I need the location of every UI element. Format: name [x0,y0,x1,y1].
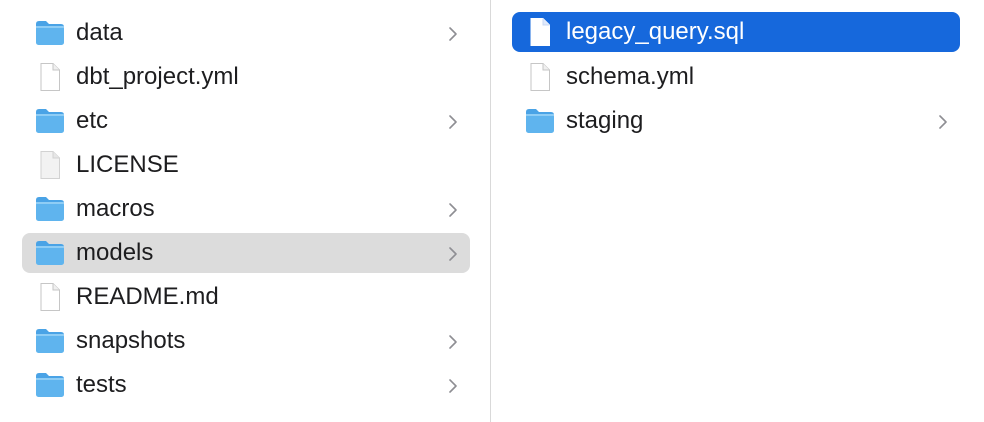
chevron-right-icon [446,233,460,273]
document-icon [34,150,66,180]
row-schema[interactable]: schema.yml [512,57,960,97]
row-snapshots[interactable]: snapshots [22,321,470,361]
item-label: data [76,19,123,46]
item-label: tests [76,371,127,398]
row-license[interactable]: LICENSE [22,145,470,185]
chevron-right-icon [936,101,950,141]
folder-icon [34,326,66,356]
chevron-right-icon [446,189,460,229]
folder-icon [34,370,66,400]
chevron-right-icon [446,321,460,361]
row-readme[interactable]: README.md [22,277,470,317]
item-label: models [76,239,154,266]
item-label: macros [76,195,155,222]
parent-column: data dbt_project.yml etc LICENSE macros … [0,0,491,422]
row-dbt-project[interactable]: dbt_project.yml [22,57,470,97]
models-column: legacy_query.sql schema.yml staging [492,0,984,422]
folder-icon [34,238,66,268]
row-tests[interactable]: tests [22,365,470,405]
chevron-right-icon [446,101,460,141]
row-macros[interactable]: macros [22,189,470,229]
item-label: snapshots [76,327,186,354]
item-label: LICENSE [76,151,179,178]
row-models[interactable]: models [22,233,470,273]
row-legacy-query[interactable]: legacy_query.sql [512,12,960,52]
row-data[interactable]: data [22,13,470,53]
item-label: dbt_project.yml [76,63,239,90]
item-label: legacy_query.sql [566,18,745,45]
row-staging[interactable]: staging [512,101,960,141]
document-icon [34,62,66,92]
folder-icon [34,18,66,48]
document-icon [34,282,66,312]
item-label: staging [566,107,644,134]
row-etc[interactable]: etc [22,101,470,141]
folder-icon [34,194,66,224]
chevron-right-icon [446,365,460,405]
document-icon [524,62,556,92]
item-label: README.md [76,283,219,310]
folder-icon [34,106,66,136]
item-label: schema.yml [566,63,695,90]
chevron-right-icon [446,13,460,53]
item-label: etc [76,107,109,134]
folder-icon [524,106,556,136]
document-icon [524,17,556,47]
